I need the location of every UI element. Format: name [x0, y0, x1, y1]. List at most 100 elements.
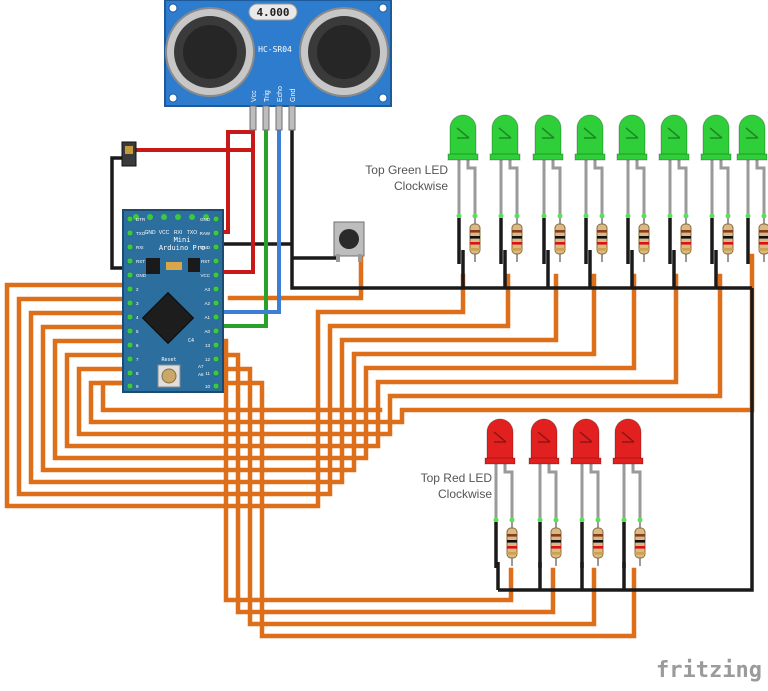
arduino-title-line2: Arduino Pro	[159, 244, 205, 252]
top-pin-vcc: VCC	[159, 230, 170, 236]
green-led-body	[660, 114, 688, 159]
green-led-die	[745, 127, 759, 139]
bottom-pin-a7: A7	[198, 364, 204, 369]
green-resistor-band	[555, 242, 565, 245]
sensor-header	[249, 105, 296, 131]
green-led-leg-anode	[635, 158, 646, 218]
red-led-die	[621, 431, 635, 443]
ground-wire-sensor	[290, 128, 752, 290]
chip-label: C4	[188, 338, 194, 344]
red-resistor-band	[507, 540, 517, 543]
red-led-pad	[553, 517, 559, 523]
green-resistor-band	[639, 248, 649, 251]
green-led-rim	[616, 153, 648, 161]
green-led-leg-anode	[551, 158, 562, 218]
transducer-right	[299, 7, 389, 97]
green-resistor-band	[597, 242, 607, 245]
right-pin-raw: RAW	[200, 231, 211, 236]
red-led-leg-anode	[589, 462, 600, 522]
red-resistor-band	[635, 534, 645, 537]
green-led-pad	[583, 213, 589, 219]
sensor-pin-labels: Vcc Trig Echo Gnd	[251, 86, 297, 102]
green-led-leg-anode	[719, 158, 730, 218]
green-led-3	[532, 114, 566, 264]
green-resistor-band	[723, 236, 733, 239]
green-resistor-band	[723, 248, 733, 251]
right-pin-11: 11	[205, 371, 210, 376]
red-led-1	[484, 418, 518, 568]
green-led-leg-anode	[755, 158, 766, 218]
green-resistor-band	[759, 248, 768, 251]
arduino-pro-mini: GND VCC RXI TXO Mini Arduino Pro DTR T	[122, 209, 224, 393]
red-led-body	[530, 418, 558, 463]
green-led-rim	[736, 153, 768, 161]
red-led-rim	[612, 457, 644, 465]
red-resistor-band	[593, 552, 603, 555]
red-led-rim	[570, 457, 602, 465]
green-resistor-band	[723, 230, 733, 233]
red-resistor-band	[507, 552, 517, 555]
right-pin-gnd1: GND	[200, 217, 211, 222]
red-resistor-band	[551, 546, 561, 549]
arduino-right-pads	[212, 215, 220, 390]
top-pin-txo: TXO	[187, 230, 197, 236]
right-pin-gnd2: GND	[200, 245, 211, 250]
push-button	[333, 221, 365, 262]
green-resistor-band	[759, 242, 768, 245]
red-led-group	[484, 418, 646, 568]
green-led-5	[616, 114, 650, 264]
red-resistor-band	[551, 552, 561, 555]
red-led-pad	[621, 517, 627, 523]
green-led-rim	[532, 153, 564, 161]
green-led-body	[738, 114, 766, 159]
power-switch	[121, 141, 137, 167]
red-resistor-band	[507, 534, 517, 537]
orange-wire-button	[227, 255, 364, 301]
top-pin-rxi: RXI	[174, 230, 182, 236]
ground-wire-green-leds	[461, 250, 718, 288]
green-led-pad	[725, 213, 731, 219]
right-pin-12: 12	[205, 357, 211, 362]
green-led-pad	[472, 213, 478, 219]
right-pin-a1: A1	[204, 315, 210, 320]
green-resistor-band	[512, 242, 522, 245]
red-led-4	[612, 418, 646, 568]
green-led-6	[658, 114, 692, 264]
green-led-body	[449, 114, 477, 159]
red-led-2	[528, 418, 562, 568]
right-pin-10: 10	[205, 384, 211, 389]
left-pin-7: 7	[136, 357, 139, 362]
red-led-body	[572, 418, 600, 463]
green-resistor-band	[470, 230, 480, 233]
green-led-8	[736, 114, 768, 264]
green-led-pad	[761, 213, 767, 219]
ground-wires	[110, 128, 754, 592]
green-led-pad	[625, 213, 631, 219]
green-led-body	[534, 114, 562, 159]
orange-wire-pin6	[52, 273, 637, 461]
left-pin-3: 3	[136, 301, 139, 306]
green-led-7	[700, 114, 734, 264]
left-pin-gnd: GND	[136, 273, 147, 278]
sensor-model-label: HC-SR04	[258, 45, 292, 54]
red-led-pad	[493, 517, 499, 523]
green-resistor-band	[639, 242, 649, 245]
arduino-title-line1: Mini	[174, 236, 191, 244]
transducer-left	[165, 7, 255, 97]
sensor-pin-vcc: Vcc	[251, 90, 258, 102]
arduino-left-pin-labels: DTR TXO RXI RST GND 2 3 4 5 6 7 8 9	[136, 217, 147, 389]
orange-wire-pin12	[215, 352, 556, 615]
left-pin-4: 4	[136, 315, 139, 320]
bottom-pin-a6: A6	[198, 372, 204, 377]
green-led-rim	[489, 153, 521, 161]
orange-wire-pinA	[215, 380, 637, 639]
left-pin-2: 2	[136, 287, 139, 292]
green-resistor-band	[555, 236, 565, 239]
green-led-die	[667, 127, 681, 139]
green-resistor-band	[512, 248, 522, 251]
green-led-pad	[599, 213, 605, 219]
green-resistor-band	[470, 242, 480, 245]
red-resistor-band	[593, 534, 603, 537]
red-led-die	[537, 431, 551, 443]
green-resistor-band	[681, 236, 691, 239]
